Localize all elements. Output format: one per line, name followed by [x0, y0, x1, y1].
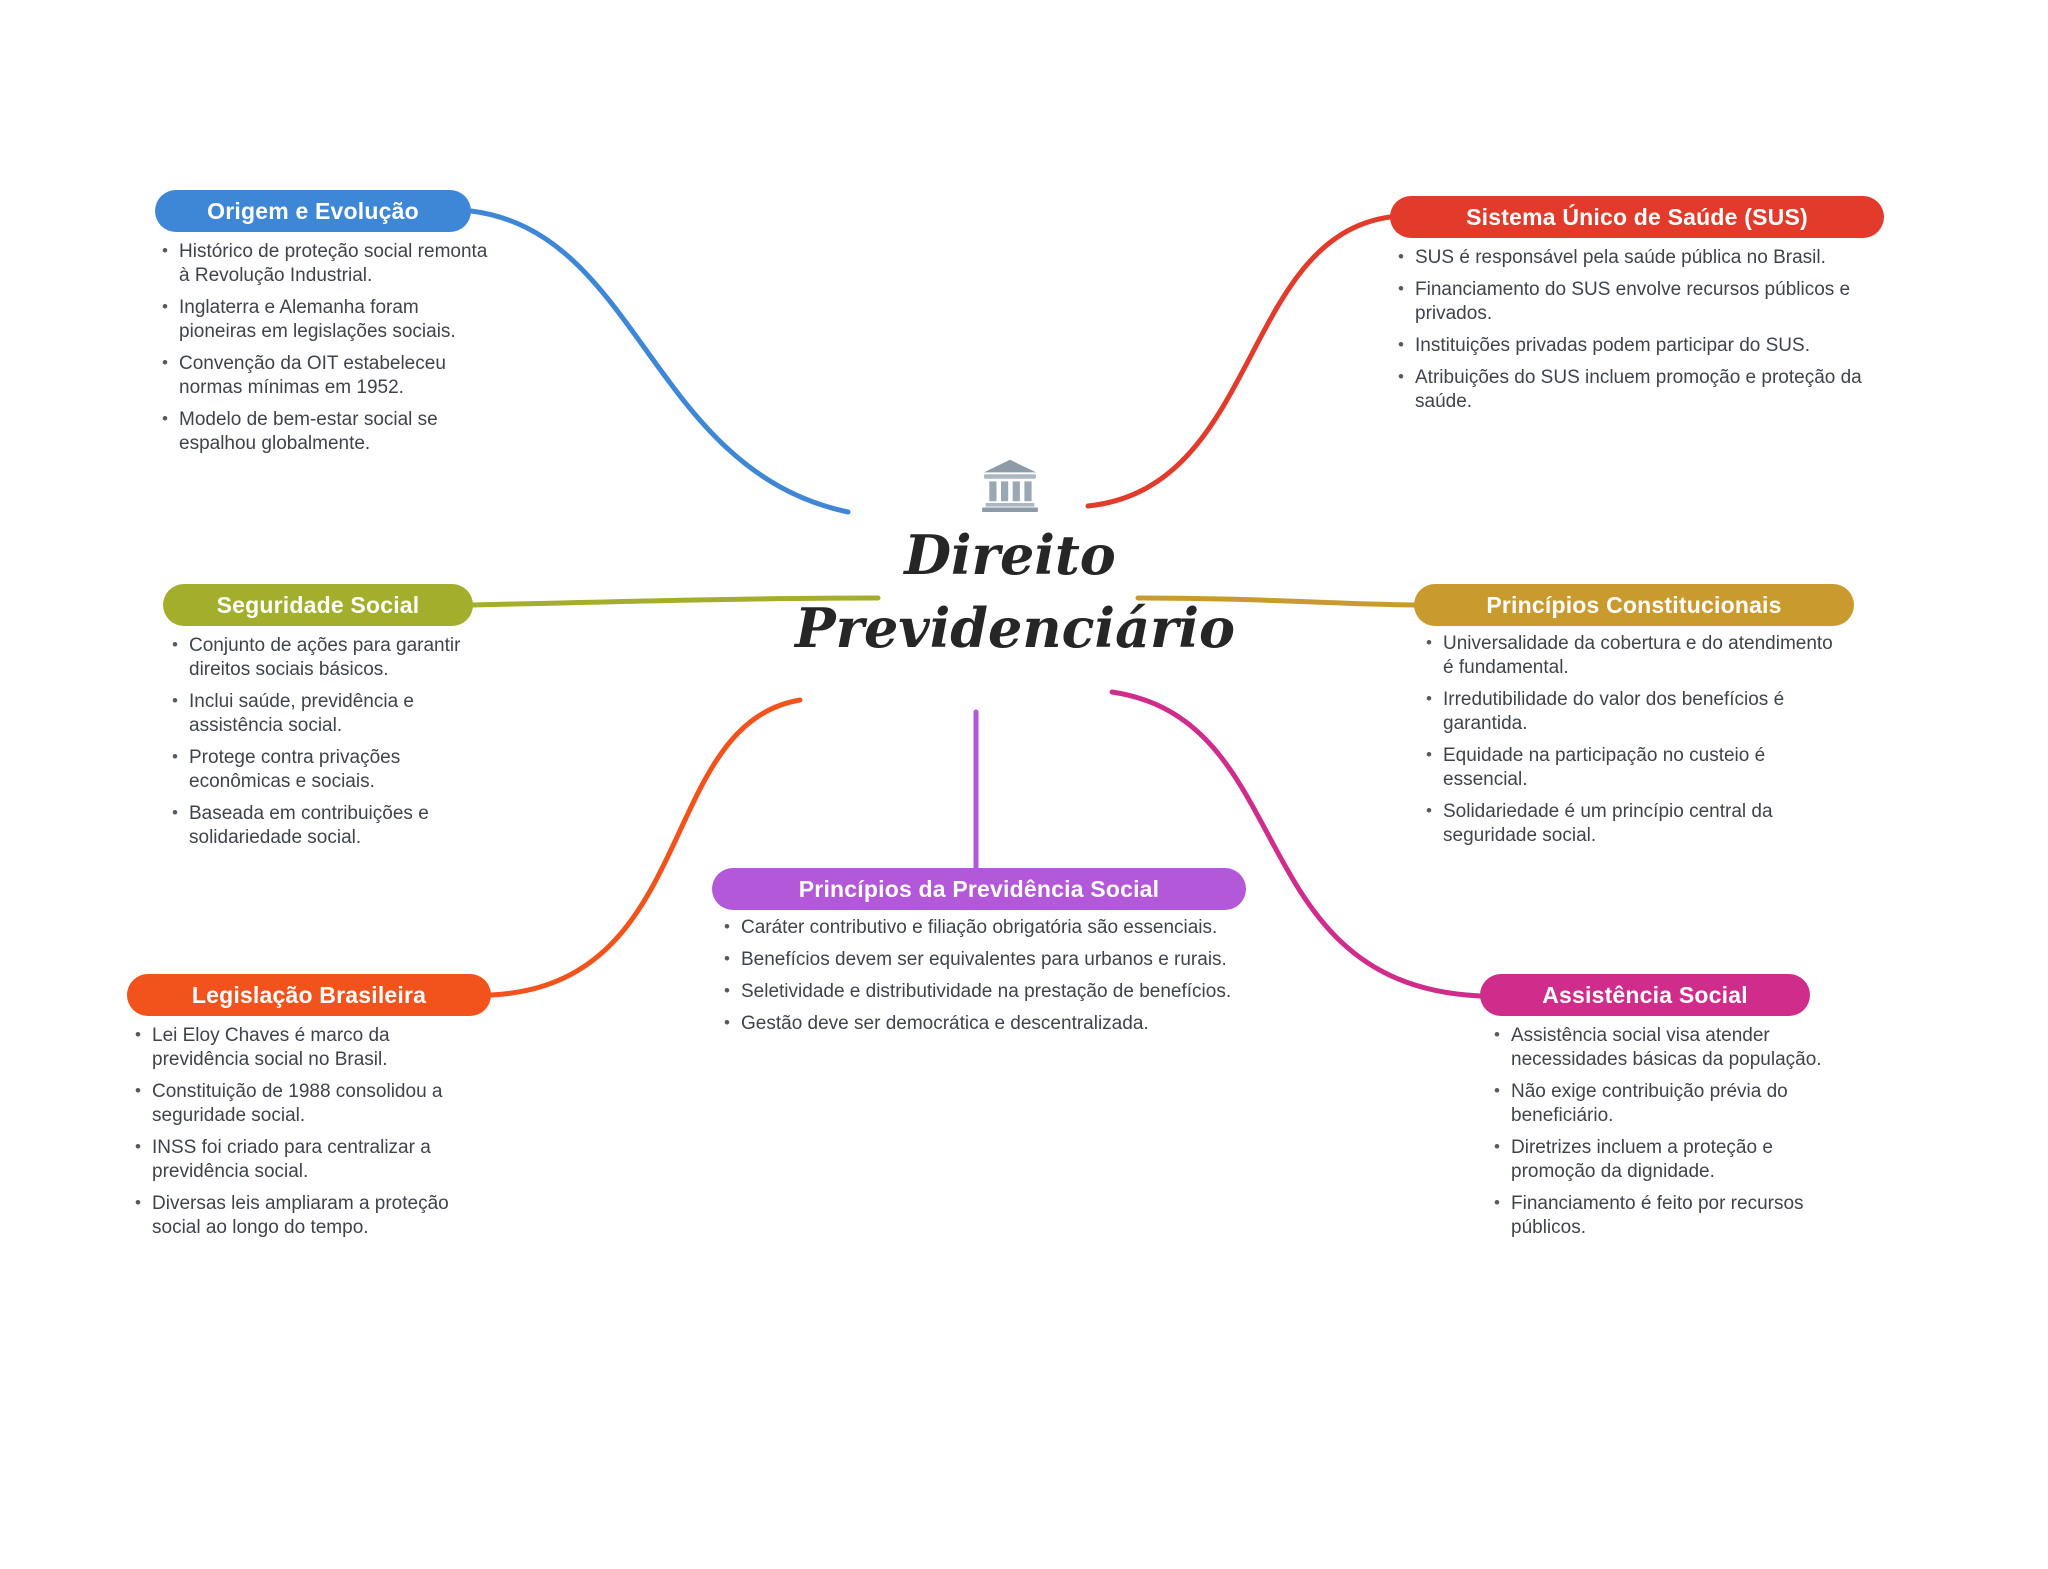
list-item: Caráter contributivo e filiação obrigató…	[722, 916, 1250, 940]
branch-label-principios-constitucionais[interactable]: Princípios Constitucionais	[1414, 584, 1854, 626]
center-title-line1: Direito	[904, 523, 1116, 587]
branch-label-text: Assistência Social	[1542, 981, 1748, 1008]
branch-items-principios-constitucionais: Universalidade da cobertura e do atendim…	[1424, 632, 1848, 856]
branch-items-assistencia-social: Assistência social visa atender necessid…	[1492, 1024, 1836, 1248]
center-title-line2: Previdenciário	[795, 596, 1236, 661]
list-item: Assistência social visa atender necessid…	[1492, 1024, 1836, 1072]
branch-label-sus[interactable]: Sistema Único de Saúde (SUS)	[1390, 196, 1884, 238]
branch-label-seguridade-social[interactable]: Seguridade Social	[163, 584, 473, 626]
branch-items-legislacao-brasileira: Lei Eloy Chaves é marco da previdência s…	[133, 1024, 485, 1248]
list-item: Conjunto de ações para garantir direitos…	[170, 634, 500, 682]
list-item: Solidariedade é um princípio central da …	[1424, 800, 1848, 848]
branch-items-seguridade-social: Conjunto de ações para garantir direitos…	[170, 634, 500, 858]
branch-label-text: Princípios Constitucionais	[1486, 591, 1782, 618]
list-item: Baseada em contribuições e solidariedade…	[170, 802, 500, 850]
classical-building-icon	[981, 458, 1039, 517]
connector-origem-e-evolucao	[468, 208, 851, 515]
branch-label-origem-e-evolucao[interactable]: Origem e Evolução	[155, 190, 471, 232]
list-item: Benefícios devem ser equivalentes para u…	[722, 948, 1250, 972]
list-item: SUS é responsável pela saúde pública no …	[1396, 246, 1876, 270]
list-item: Diretrizes incluem a proteção e promoção…	[1492, 1136, 1836, 1184]
list-item: Inclui saúde, previdência e assistência …	[170, 690, 500, 738]
list-item: Gestão deve ser democrática e descentral…	[722, 1012, 1250, 1036]
branch-label-text: Princípios da Previdência Social	[798, 875, 1160, 902]
branch-label-legislacao-brasileira[interactable]: Legislação Brasileira	[127, 974, 491, 1016]
branch-label-text: Sistema Único de Saúde (SUS)	[1466, 203, 1808, 230]
list-item: Atribuições do SUS incluem promoção e pr…	[1396, 366, 1876, 414]
list-item: Financiamento é feito por recursos públi…	[1492, 1192, 1836, 1240]
branch-label-principios-previdencia[interactable]: Princípios da Previdência Social	[712, 868, 1246, 910]
list-item: Protege contra privações econômicas e so…	[170, 746, 500, 794]
list-item: Inglaterra e Alemanha foram pioneiras em…	[160, 296, 492, 344]
list-item: Universalidade da cobertura e do atendim…	[1424, 632, 1848, 680]
branch-label-text: Legislação Brasileira	[191, 981, 427, 1008]
list-item: Equidade na participação no custeio é es…	[1424, 744, 1848, 792]
branch-label-text: Origem e Evolução	[207, 197, 419, 224]
list-item: INSS foi criado para centralizar a previ…	[133, 1136, 485, 1184]
list-item: Seletividade e distributividade na prest…	[722, 980, 1250, 1004]
list-item: Histórico de proteção social remonta à R…	[160, 240, 492, 288]
branch-items-origem-e-evolucao: Histórico de proteção social remonta à R…	[160, 240, 492, 464]
branch-label-text: Seguridade Social	[216, 591, 420, 618]
list-item: Constituição de 1988 consolidou a seguri…	[133, 1080, 485, 1128]
center-topic[interactable]: Direito Previdenciário	[795, 458, 1236, 663]
list-item: Modelo de bem-estar social se espalhou g…	[160, 408, 492, 456]
list-item: Irredutibilidade do valor dos benefícios…	[1424, 688, 1848, 736]
branch-label-assistencia-social[interactable]: Assistência Social	[1480, 974, 1810, 1016]
branch-items-sus: SUS é responsável pela saúde pública no …	[1396, 246, 1876, 422]
list-item: Instituições privadas podem participar d…	[1396, 334, 1876, 358]
list-item: Convenção da OIT estabeleceu normas míni…	[160, 352, 492, 400]
list-item: Lei Eloy Chaves é marco da previdência s…	[133, 1024, 485, 1072]
list-item: Diversas leis ampliaram a proteção socia…	[133, 1192, 485, 1240]
branch-items-principios-previdencia: Caráter contributivo e filiação obrigató…	[722, 916, 1250, 1044]
list-item: Financiamento do SUS envolve recursos pú…	[1396, 278, 1876, 326]
list-item: Não exige contribuição prévia do benefic…	[1492, 1080, 1836, 1128]
